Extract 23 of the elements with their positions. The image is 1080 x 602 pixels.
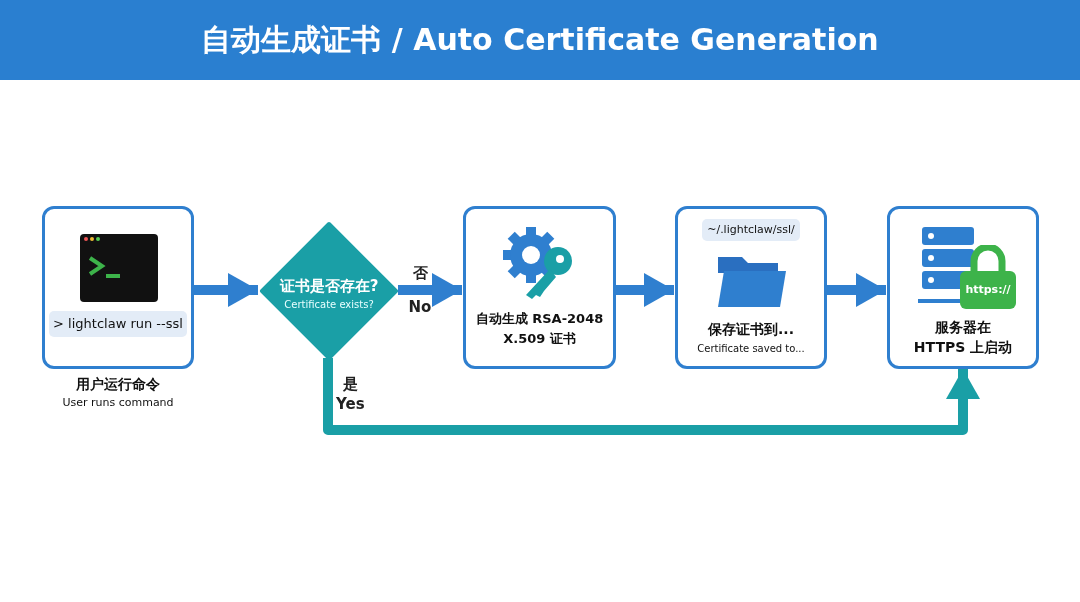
edge-label: 否 No (407, 263, 433, 318)
title: 自动生成证书 / Auto Certificate Generation (200, 21, 880, 59)
arrow (827, 273, 886, 307)
process-box (42, 206, 194, 369)
lock-text: https:// (964, 283, 1012, 296)
decision-subtext: Certificate exists? (283, 299, 375, 310)
arrow (323, 358, 980, 435)
arrow (616, 273, 674, 307)
node-label: 用户运行命令 (75, 376, 161, 394)
edge-label: 是 Yes (336, 374, 364, 414)
process-box (887, 206, 1039, 369)
process-box (675, 206, 827, 369)
node-label: User runs command (61, 396, 175, 409)
command-text: > lightclaw run --ssl (49, 311, 187, 337)
box-title: 服务器在 HTTPS 上启动 (913, 318, 1013, 357)
path-bubble: ~/.lightclaw/ssl/ (702, 219, 800, 241)
process-box (463, 206, 616, 369)
arrow (193, 273, 258, 307)
decision-text: 证书是否存在? (278, 277, 380, 296)
box-title: 保存证书到... (707, 321, 795, 339)
arrow (398, 273, 462, 307)
box-title: 自动生成 RSA-2048 X.509 证书 (474, 310, 605, 348)
box-subtitle: Certificate saved to... (696, 343, 806, 354)
